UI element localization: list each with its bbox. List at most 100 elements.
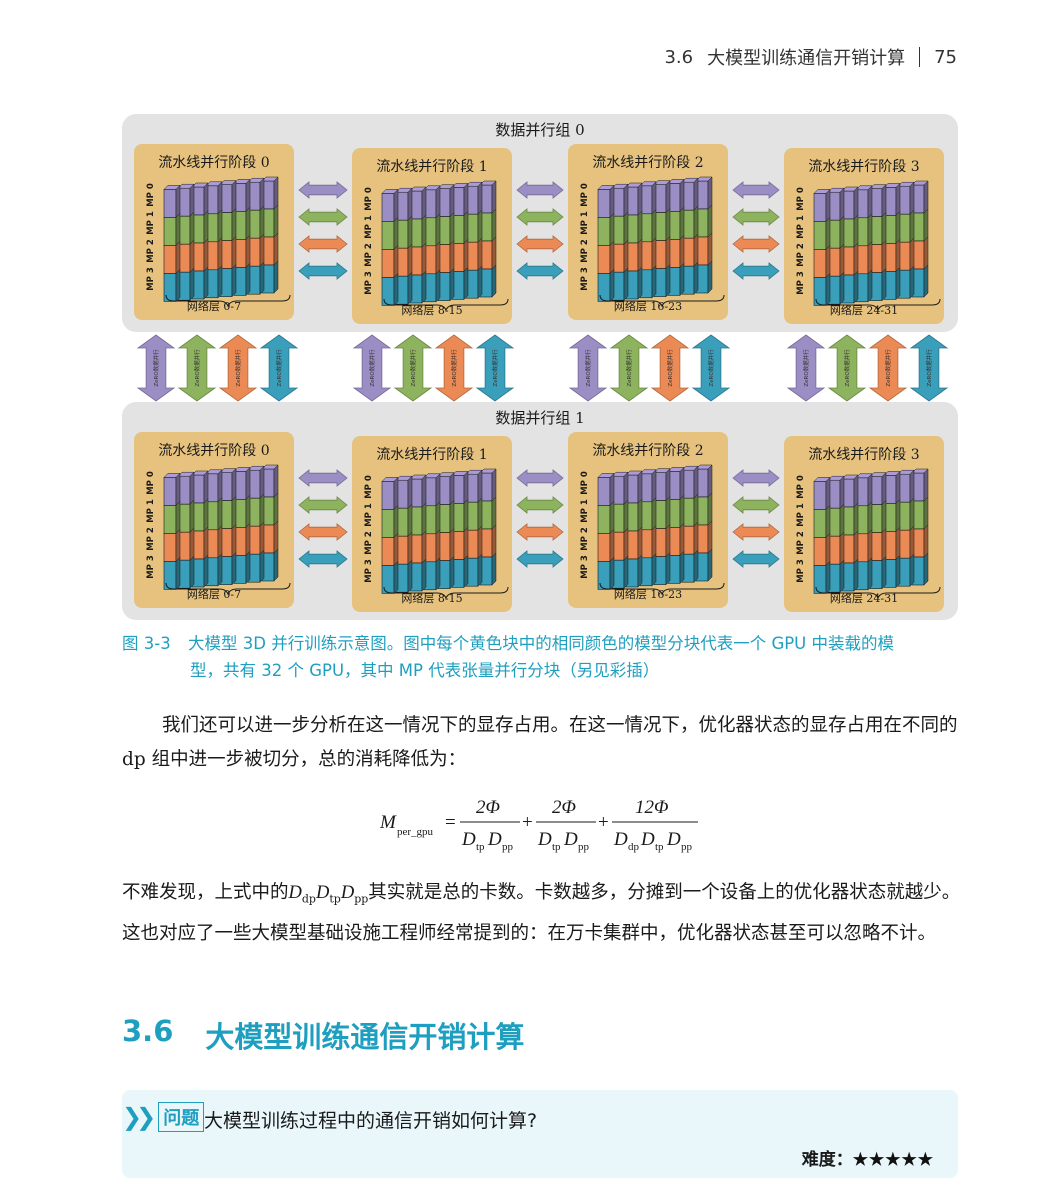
layer-slab — [163, 245, 177, 274]
layer-slab-side — [853, 242, 859, 276]
formula-eq: = — [445, 812, 456, 833]
layer-slab-side — [421, 270, 427, 304]
layer-slab-top — [883, 183, 901, 188]
zero-dp-label: ZeRO数据并行 — [450, 349, 458, 387]
layer-slab-side — [273, 492, 279, 526]
layer-slab-side — [881, 471, 887, 506]
bidirectional-arrow — [516, 523, 564, 541]
zero-dp-arrow — [177, 334, 217, 402]
layer-slab — [381, 537, 395, 566]
layer-slab-side — [175, 212, 181, 247]
layer-slab-side — [259, 205, 265, 239]
layer-slab-side — [245, 466, 251, 501]
zero-dp-arrow — [786, 334, 826, 402]
mp-label: MP 2 — [580, 239, 590, 263]
layer-slab-top — [191, 470, 209, 476]
layer-slab — [597, 505, 611, 534]
svg-text:tp: tp — [655, 841, 664, 853]
layer-slab-side — [665, 467, 671, 502]
layer-slab-side — [707, 204, 713, 238]
layer-slab-side — [895, 526, 901, 561]
layer-slab-side — [839, 559, 845, 593]
layer-slab-top — [681, 177, 699, 183]
layer-slab-side — [407, 503, 413, 537]
caption-line-2: 型，共有 32 个 GPU，其中 MP 代表张量并行分块（另见彩插） — [190, 661, 660, 680]
layer-slab-side — [491, 264, 497, 298]
layer-slab-top — [597, 473, 615, 478]
layer-slab-side — [867, 241, 873, 275]
bidirectional-arrow — [298, 469, 348, 487]
layer-slab-top — [855, 185, 873, 191]
layer-slab-top — [247, 177, 265, 183]
layer-slab-side — [407, 531, 413, 565]
zero-dp-label: ZeRO数据并行 — [884, 349, 892, 387]
layers-brace — [599, 582, 725, 596]
layer-slab-side — [407, 271, 413, 305]
layer-slab — [381, 193, 395, 222]
layer-slab-side — [393, 244, 399, 279]
question-tag: ❯❯ 问题 — [122, 1102, 205, 1132]
layer-slab-side — [393, 272, 399, 307]
layer-slab — [813, 481, 827, 510]
question-text: 大模型训练过程中的通信开销如何计算? — [204, 1110, 538, 1132]
layer-slab-top — [177, 471, 195, 477]
bidirectional-arrow — [516, 208, 564, 226]
layer-slab-side — [259, 493, 265, 527]
svg-text:D: D — [666, 829, 681, 850]
layer-slab-side — [245, 206, 251, 241]
zero-dp-label: ZeRO数据并行 — [802, 349, 810, 387]
layer-slab-side — [651, 181, 657, 215]
bidirectional-arrow — [732, 235, 780, 253]
layer-slab-top — [437, 472, 455, 477]
layer-slab-top — [639, 181, 657, 187]
layer-slab-side — [867, 529, 873, 563]
layer-slab-side — [189, 471, 195, 505]
layer-slab-side — [609, 472, 615, 507]
layer-slab-side — [637, 470, 643, 504]
layer-slab-side — [881, 267, 887, 302]
layer-slab-side — [609, 556, 615, 591]
layer-slab-side — [651, 469, 657, 503]
figure-number: 图 3-3 — [122, 634, 171, 653]
layer-slab-side — [491, 180, 497, 214]
layer-slab-side — [623, 471, 629, 505]
bidirectional-arrow — [732, 550, 780, 568]
layer-slab — [813, 509, 827, 538]
layer-slab-side — [923, 264, 929, 298]
layer-slab-side — [825, 216, 831, 251]
layer-slab-side — [707, 548, 713, 582]
layer-slab-side — [693, 521, 699, 555]
layer-slab-side — [825, 244, 831, 279]
layer-slab-side — [909, 469, 915, 503]
bidirectional-arrow — [732, 523, 780, 541]
layer-slab-side — [393, 188, 399, 223]
layer-slab-side — [909, 209, 915, 243]
stage-label: 流水线并行阶段 0 — [158, 155, 269, 171]
zero-dp-label: ZeRO数据并行 — [843, 349, 851, 387]
layer-slab — [597, 189, 611, 218]
layer-slab-top — [205, 181, 223, 187]
layer-slab — [381, 481, 395, 510]
layer-slab-side — [623, 555, 629, 589]
layer-slab-side — [477, 497, 483, 531]
mp-label: MP 0 — [364, 187, 374, 211]
svg-text:D: D — [461, 829, 476, 850]
page-header: 3.6 大模型训练通信开销计算 75 — [664, 44, 957, 70]
layer-slab-side — [923, 180, 929, 214]
layer-slab-top — [219, 180, 237, 185]
mp-label: MP 1 — [364, 215, 374, 239]
layer-slab-top — [639, 469, 657, 475]
layer-slab-side — [273, 176, 279, 210]
layer-slab-top — [625, 182, 643, 188]
layer-slab-side — [623, 183, 629, 217]
layer-slab-side — [175, 528, 181, 563]
layer-slab-side — [881, 555, 887, 590]
header-section-number: 3.6 — [664, 46, 694, 68]
layer-slab-side — [909, 237, 915, 271]
layer-slab-side — [273, 520, 279, 554]
layer-slab-top — [883, 471, 901, 476]
